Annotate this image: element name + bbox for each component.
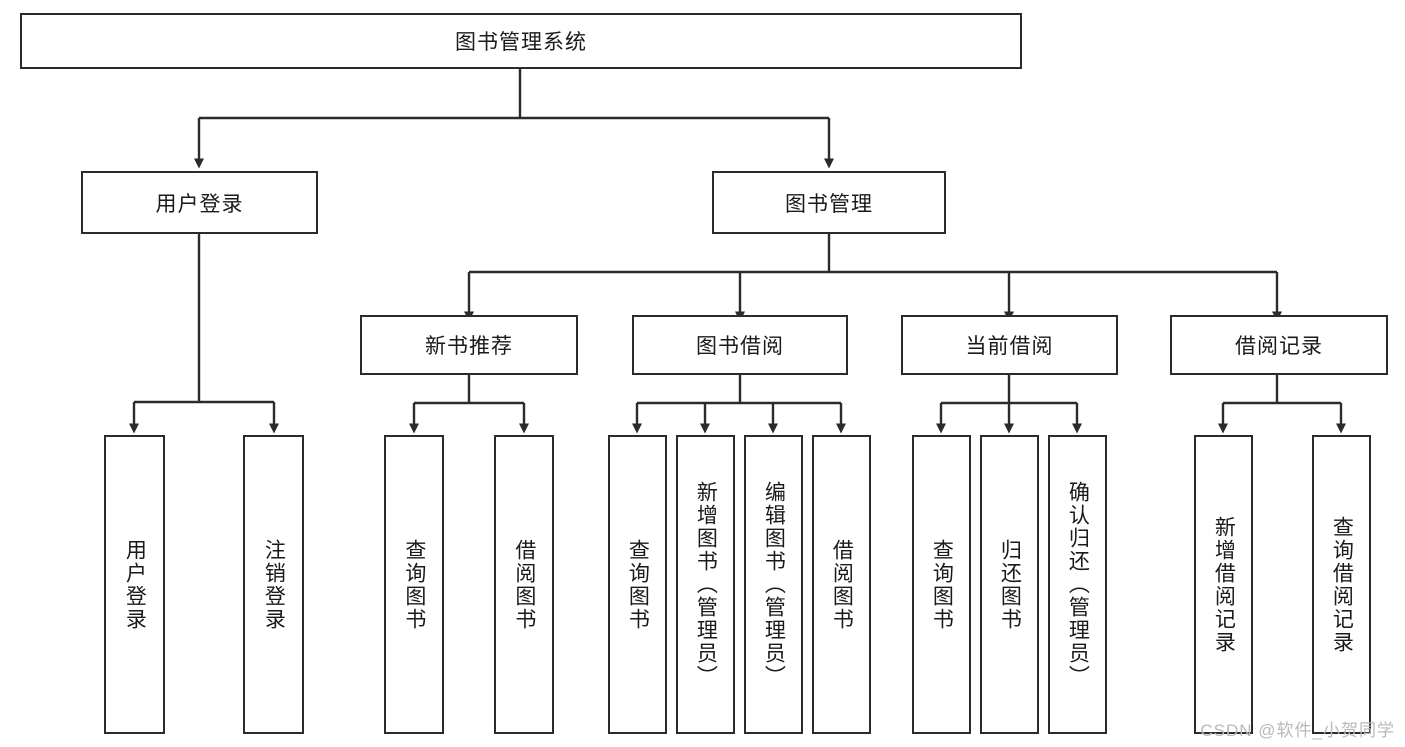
node-new-book-recommend-label: 新书推荐 [425, 335, 513, 358]
leaf-label: 新增图书（管理员） [694, 481, 718, 688]
node-user-login-label: 用户登录 [155, 192, 244, 216]
leaf-record-add-record[interactable]: 新增借阅记录 [1194, 435, 1253, 734]
leaf-user-login-logout[interactable]: 注销登录 [243, 435, 304, 734]
leaf-label: 新增借阅记录 [1212, 515, 1236, 654]
node-root[interactable]: 图书管理系统 [20, 13, 1022, 69]
node-current-borrow-label: 当前借阅 [965, 335, 1054, 358]
leaf-label: 注销登录 [262, 538, 286, 631]
leaf-borrow-add-book-admin[interactable]: 新增图书（管理员） [676, 435, 735, 734]
leaf-label: 查询图书 [402, 538, 426, 631]
leaf-current-query-book[interactable]: 查询图书 [912, 435, 971, 734]
node-borrow-record-label: 借阅记录 [1235, 335, 1323, 358]
node-current-borrow[interactable]: 当前借阅 [901, 315, 1118, 375]
leaf-label: 编辑图书（管理员） [762, 481, 786, 688]
leaf-recommend-borrow-book[interactable]: 借阅图书 [494, 435, 554, 734]
leaf-current-return-book[interactable]: 归还图书 [980, 435, 1039, 734]
leaf-label: 借阅图书 [830, 538, 854, 631]
node-root-label: 图书管理系统 [455, 31, 587, 54]
node-book-management-label: 图书管理 [785, 192, 873, 216]
watermark: CSDN @软件_小贺同学 [1200, 721, 1395, 740]
node-user-login[interactable]: 用户登录 [81, 171, 318, 234]
leaf-label: 查询图书 [626, 538, 650, 631]
node-book-management[interactable]: 图书管理 [712, 171, 946, 234]
node-book-borrow-label: 图书借阅 [696, 335, 784, 358]
leaf-label: 借阅图书 [512, 538, 536, 631]
node-borrow-record[interactable]: 借阅记录 [1170, 315, 1388, 375]
leaf-current-confirm-return-admin[interactable]: 确认归还（管理员） [1048, 435, 1107, 734]
leaf-borrow-query-book[interactable]: 查询图书 [608, 435, 667, 734]
leaf-record-query-record[interactable]: 查询借阅记录 [1312, 435, 1371, 734]
leaf-borrow-borrow-book[interactable]: 借阅图书 [812, 435, 871, 734]
node-book-borrow[interactable]: 图书借阅 [632, 315, 848, 375]
node-new-book-recommend[interactable]: 新书推荐 [360, 315, 578, 375]
leaf-label: 查询借阅记录 [1330, 515, 1354, 654]
leaf-borrow-edit-book-admin[interactable]: 编辑图书（管理员） [744, 435, 803, 734]
leaf-label: 用户登录 [123, 538, 147, 631]
leaf-recommend-query-book[interactable]: 查询图书 [384, 435, 444, 734]
leaf-label: 确认归还（管理员） [1066, 481, 1090, 688]
leaf-label: 归还图书 [998, 538, 1022, 631]
leaf-label: 查询图书 [930, 538, 954, 631]
leaf-user-login-login[interactable]: 用户登录 [104, 435, 165, 734]
